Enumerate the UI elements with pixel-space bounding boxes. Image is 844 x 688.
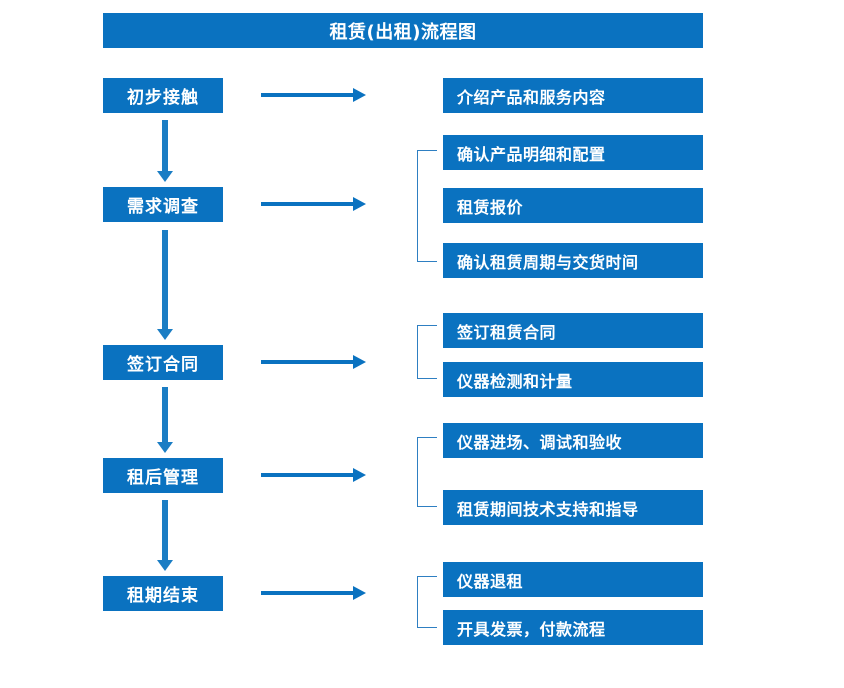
detail-box-2[interactable]: 确认产品明细和配置 (443, 135, 703, 170)
group-bracket-4 (417, 437, 437, 507)
group-bracket-3 (417, 325, 437, 379)
horizontal-arrow-1 (261, 88, 366, 102)
stage-box-3[interactable]: 签订合同 (103, 345, 223, 380)
vertical-arrow-1 (157, 120, 173, 182)
detail-box-3[interactable]: 租赁报价 (443, 188, 703, 223)
chart-title: 租赁(出租)流程图 (103, 13, 703, 48)
detail-box-4[interactable]: 确认租赁周期与交货时间 (443, 243, 703, 278)
group-bracket-5 (417, 576, 437, 628)
detail-box-1[interactable]: 介绍产品和服务内容 (443, 78, 703, 113)
detail-box-10[interactable]: 开具发票，付款流程 (443, 610, 703, 645)
horizontal-arrow-2 (261, 197, 366, 211)
detail-box-8[interactable]: 租赁期间技术支持和指导 (443, 490, 703, 525)
stage-box-5[interactable]: 租期结束 (103, 576, 223, 611)
vertical-arrow-3 (157, 387, 173, 453)
detail-box-7[interactable]: 仪器进场、调试和验收 (443, 423, 703, 458)
group-bracket-2 (417, 150, 437, 262)
horizontal-arrow-3 (261, 355, 366, 369)
vertical-arrow-2 (157, 230, 173, 340)
vertical-arrow-4 (157, 500, 173, 571)
detail-box-5[interactable]: 签订租赁合同 (443, 313, 703, 348)
stage-box-1[interactable]: 初步接触 (103, 78, 223, 113)
horizontal-arrow-5 (261, 586, 366, 600)
stage-box-4[interactable]: 租后管理 (103, 458, 223, 493)
detail-box-6[interactable]: 仪器检测和计量 (443, 362, 703, 397)
detail-box-9[interactable]: 仪器退租 (443, 562, 703, 597)
horizontal-arrow-4 (261, 468, 366, 482)
stage-box-2[interactable]: 需求调查 (103, 187, 223, 222)
